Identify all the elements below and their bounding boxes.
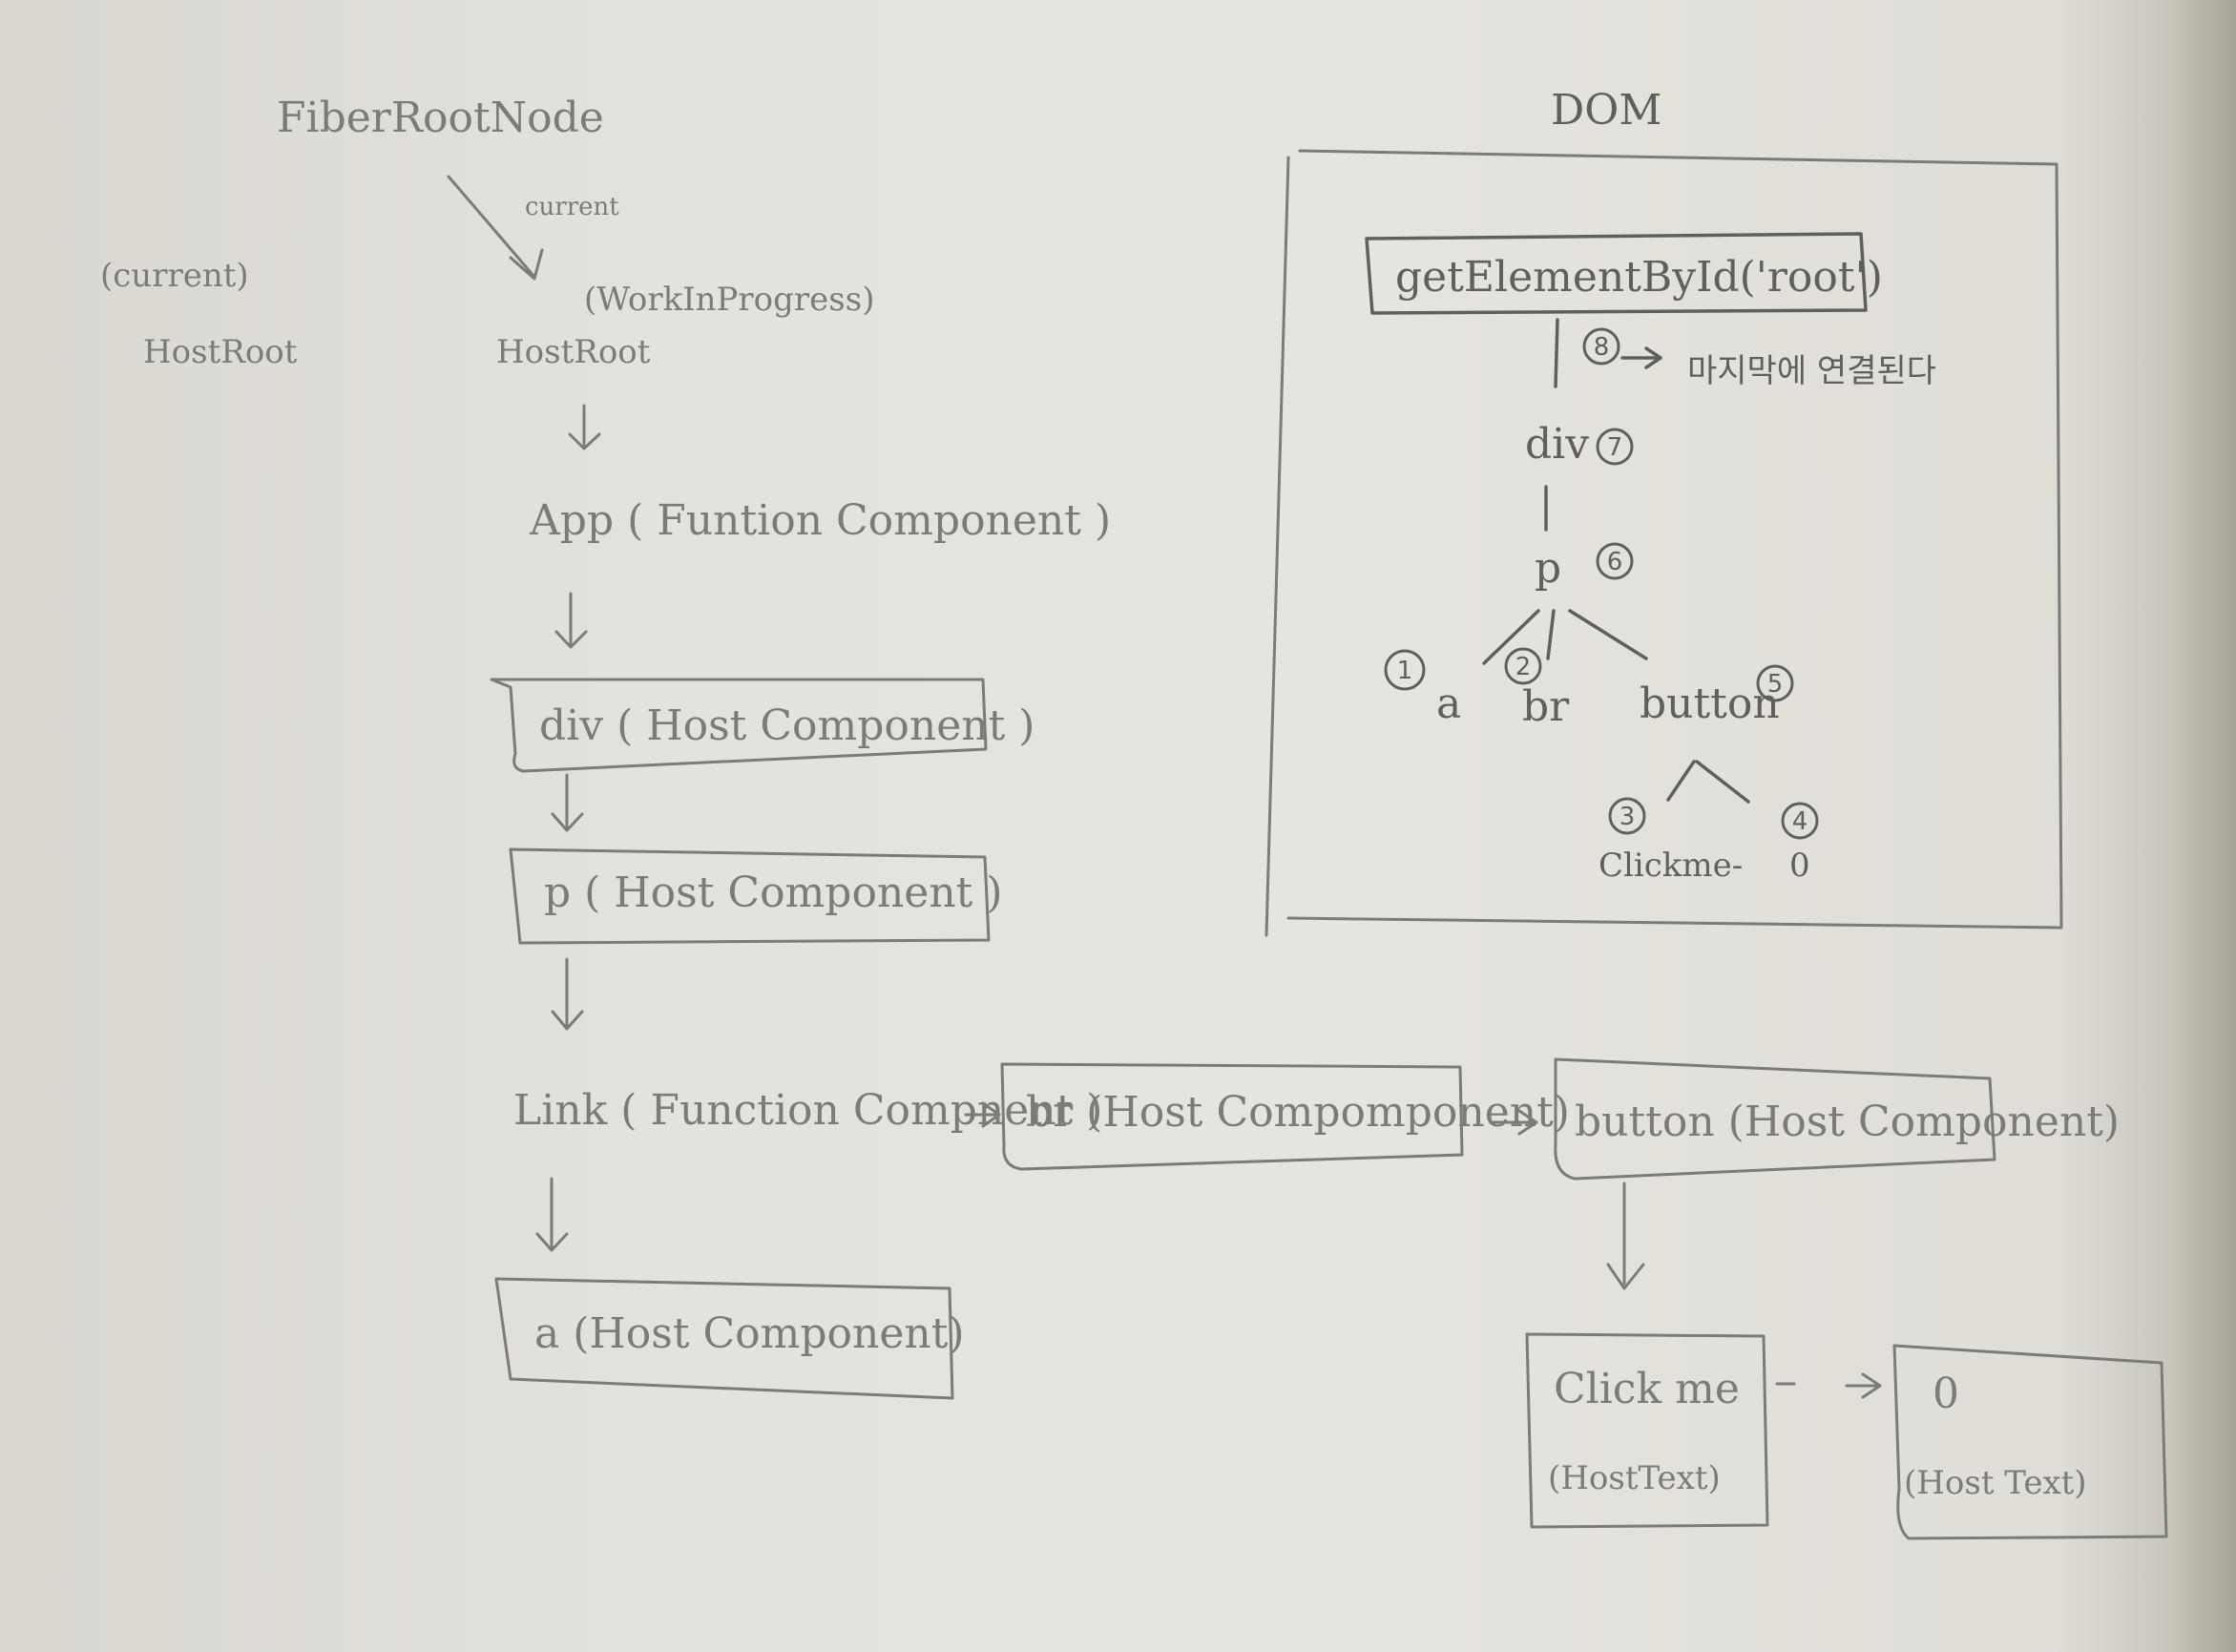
button-node-label: button (Host Component) [1575, 1098, 2120, 1146]
button-to-zero-branch [1695, 760, 1750, 804]
a-node-box [494, 1277, 954, 1400]
p-to-br-branch [1546, 609, 1556, 660]
dom-br-label: br [1522, 682, 1570, 731]
br-node-label: br (Host Compomponent) [1026, 1088, 1570, 1137]
dom-frame-left [1264, 156, 1290, 937]
click-me-node-box [1525, 1332, 1769, 1529]
order-badge-2 [1504, 647, 1542, 685]
root-container-label: getElementById('root') [1395, 253, 1883, 302]
div-node-label: div ( Host Component ) [539, 701, 1034, 750]
order-badge-5 [1756, 664, 1794, 702]
dom-a-label: a [1436, 680, 1461, 728]
click-me-text: Click me [1554, 1365, 1740, 1413]
button-node-box [1554, 1057, 1996, 1181]
order-number-2: 2 [1515, 653, 1532, 681]
arrowhead-br-button [1517, 1109, 1538, 1136]
dom-frame-bottom [1286, 916, 2063, 930]
div-node-box [490, 678, 988, 773]
arrowhead-link-br [981, 1101, 1001, 1128]
arrowhead-app-div [554, 630, 588, 649]
dom-div-label: div [1525, 420, 1589, 469]
arrowhead-div-p [551, 812, 584, 832]
order-number-3: 3 [1620, 803, 1636, 831]
order-number-1: 1 [1397, 657, 1413, 685]
click-me-type: (HostText) [1548, 1459, 1721, 1497]
arrowhead-click-zero [1861, 1372, 1882, 1399]
root-to-div-line [1554, 318, 1559, 388]
link-node-label: Link ( Function Compnent ) [513, 1086, 1102, 1135]
dom-button-label: button [1640, 680, 1780, 728]
arrowhead-button-click [1606, 1263, 1645, 1290]
root-container-box [1365, 232, 1868, 315]
order-badge-8 [1582, 327, 1620, 366]
order-badge-7 [1596, 428, 1634, 466]
dom-title: DOM [1551, 86, 1661, 135]
current-edge-line [447, 175, 536, 279]
dom-frame-top [1298, 149, 2058, 166]
arrowhead-link-a [535, 1232, 569, 1252]
button-to-click-branch [1666, 760, 1696, 802]
p-to-button-branch [1568, 609, 1648, 660]
dom-click-text: Clickme- [1599, 847, 1743, 885]
workinprogress-label: (WorkInProgress) [584, 281, 874, 319]
zero-node-box [1892, 1344, 2168, 1540]
attach-last-note: 마지막에 연결된다 [1687, 352, 1936, 390]
order-number-8: 8 [1594, 333, 1610, 362]
note-arrowhead [1644, 346, 1662, 369]
dom-frame-right [2055, 162, 2063, 928]
order-badge-3 [1608, 797, 1646, 835]
arrowhead-hostroot-app [568, 432, 601, 450]
p-node-label: p ( Host Component ) [544, 868, 1003, 917]
wip-hostroot-label: HostRoot [496, 333, 651, 371]
order-badge-6 [1596, 542, 1634, 580]
arrowhead-p-link [551, 1010, 584, 1031]
order-number-4: 4 [1792, 807, 1808, 836]
br-node-box [1000, 1062, 1464, 1171]
current-hostroot-label: HostRoot [143, 333, 298, 371]
dom-zero-text: 0 [1789, 847, 1810, 885]
a-node-label: a (Host Component) [534, 1309, 965, 1358]
order-number-5: 5 [1767, 670, 1784, 699]
order-badge-4 [1781, 802, 1819, 840]
order-number-7: 7 [1607, 433, 1623, 462]
current-label: (current) [100, 257, 249, 295]
order-badge-1 [1384, 649, 1426, 691]
p-node-box [509, 847, 991, 945]
fiber-root-node-label: FiberRootNode [277, 94, 604, 142]
zero-text: 0 [1933, 1370, 1959, 1418]
current-edge-arrowhead [509, 248, 544, 281]
p-to-a-branch [1482, 609, 1540, 665]
app-node-label: App ( Funtion Component ) [529, 496, 1111, 545]
order-number-6: 6 [1607, 548, 1623, 576]
dom-p-label: p [1535, 544, 1561, 593]
current-edge-label: current [525, 193, 619, 221]
zero-type: (Host Text) [1904, 1464, 2087, 1502]
